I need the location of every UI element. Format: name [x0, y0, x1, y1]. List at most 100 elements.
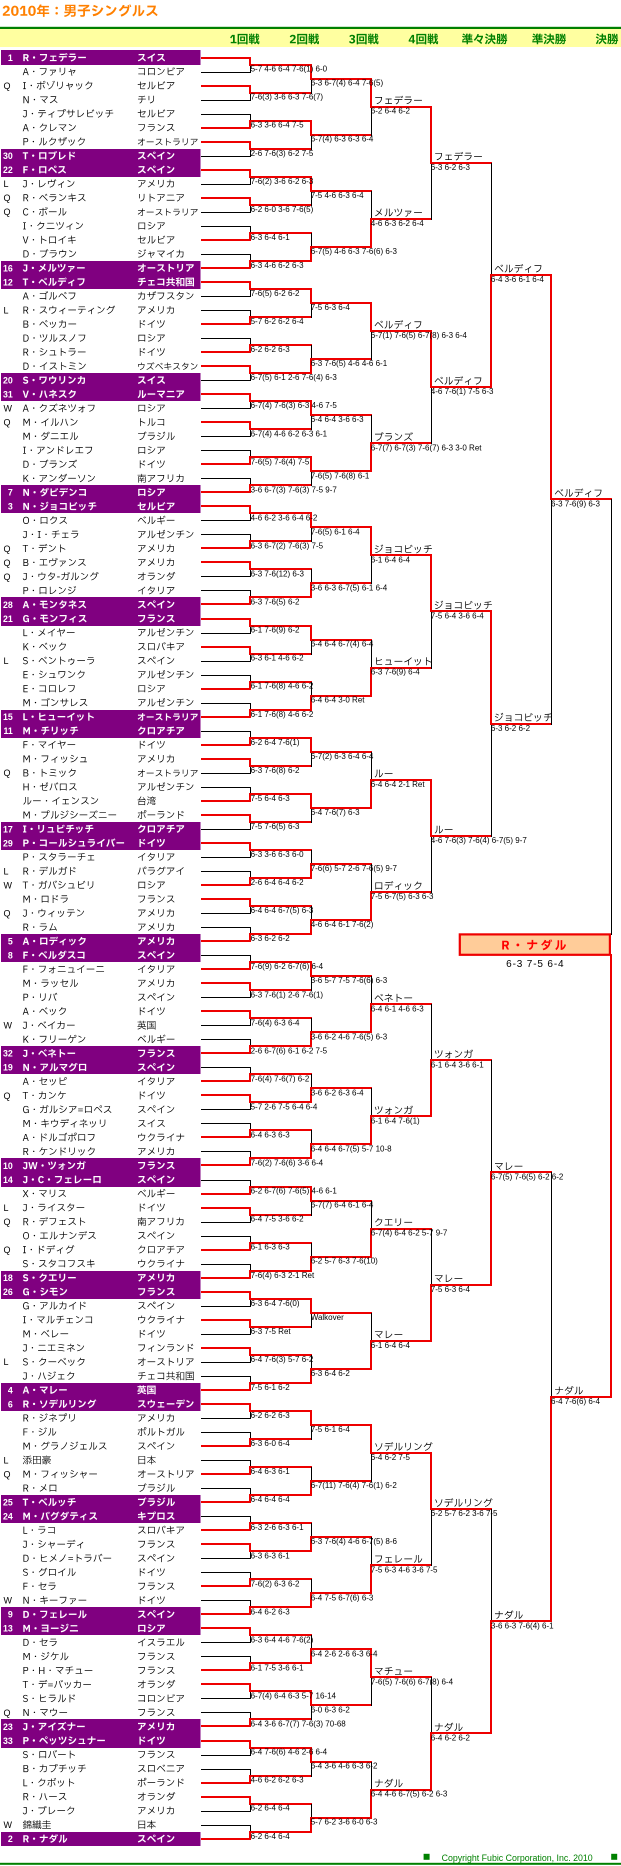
svg-text:W: W	[4, 1021, 13, 1031]
svg-text:2: 2	[8, 1834, 13, 1844]
svg-text:6-2 5-7 6-2 3-6 7-5: 6-2 5-7 6-2 3-6 7-5	[431, 1509, 498, 1518]
svg-text:6-7(5) 6-1 2-6 7-6(4) 6-3: 6-7(5) 6-1 2-6 7-6(4) 6-3	[251, 373, 338, 382]
svg-text:11: 11	[3, 726, 12, 736]
svg-text:7-6(3) 3-6 6-3 7-6(7): 7-6(3) 3-6 6-3 7-6(7)	[251, 93, 324, 102]
svg-text:7-6(9) 6-2 6-7(6) 6-4: 7-6(9) 6-2 6-7(6) 6-4	[251, 962, 324, 971]
svg-text:6-4 7-5 6-7(6) 6-3: 6-4 7-5 6-7(6) 6-3	[311, 1593, 374, 1602]
svg-text:6-4 6-4 6-7(5) 5-7 10-8: 6-4 6-4 6-7(5) 5-7 10-8	[311, 1145, 392, 1154]
svg-text:6-7(4) 6-4 6-3 5-7 16-14: 6-7(4) 6-4 6-3 5-7 16-14	[251, 1692, 337, 1701]
svg-text:5: 5	[8, 937, 13, 947]
svg-text:30: 30	[3, 151, 13, 161]
svg-text:6-3 6-2 6-2: 6-3 6-2 6-2	[491, 724, 531, 733]
svg-text:6-1 7-6(8) 4-6 6-2: 6-1 7-6(8) 4-6 6-2	[251, 710, 314, 719]
svg-text:6-4 6-2 6-2: 6-4 6-2 6-2	[431, 1734, 471, 1743]
svg-text:Q: Q	[4, 572, 11, 582]
svg-text:6-4 2-6 2-6 6-3 6-4: 6-4 2-6 2-6 6-3 6-4	[311, 1649, 378, 1658]
svg-text:6-7(4) 6-4 6-2 5-7 9-7: 6-7(4) 6-4 6-2 5-7 9-7	[371, 1229, 448, 1238]
svg-text:29: 29	[3, 838, 13, 848]
svg-text:25: 25	[3, 1498, 13, 1508]
svg-text:6-3 7-6(12) 6-3: 6-3 7-6(12) 6-3	[251, 570, 305, 579]
svg-text:6-3 6-4 4-6 7-6(2): 6-3 6-4 4-6 7-6(2)	[251, 1635, 314, 1644]
svg-text:4-6 6-4 6-1 7-6(2): 4-6 6-4 6-1 7-6(2)	[311, 920, 374, 929]
svg-text:4-6 6-3 6-2 6-4: 4-6 6-3 6-2 6-4	[371, 219, 424, 228]
svg-text:6-3 6-7(2) 7-6(3) 7-5: 6-3 6-7(2) 7-6(3) 7-5	[251, 542, 324, 551]
svg-text:6-2 6-2 6-3: 6-2 6-2 6-3	[251, 1411, 291, 1420]
svg-text:32: 32	[3, 1049, 13, 1059]
svg-text:7-6(5) 6-1 6-4: 7-6(5) 6-1 6-4	[311, 527, 360, 536]
svg-text:6-3 7-5 Ret: 6-3 7-5 Ret	[251, 1327, 292, 1336]
svg-text:2-6 6-4 6-4 6-2: 2-6 6-4 6-4 6-2	[251, 878, 304, 887]
svg-text:6-4 6-2 7-5: 6-4 6-2 7-5	[371, 1453, 411, 1462]
svg-text:6-1 6-3 6-3: 6-1 6-3 6-3	[251, 1243, 291, 1252]
svg-text:14: 14	[3, 1175, 13, 1185]
svg-text:6-4 7-6(6) 6-4: 6-4 7-6(6) 6-4	[551, 1397, 600, 1406]
svg-text:6-3 6-2 6-3: 6-3 6-2 6-3	[431, 163, 471, 172]
svg-text:4-6 6-2 3-6 6-4 6-2: 4-6 6-2 3-6 6-4 6-2	[251, 513, 318, 522]
svg-text:6-7(11) 7-6(4) 7-6(1) 6-2: 6-7(11) 7-6(4) 7-6(1) 6-2	[311, 1481, 398, 1490]
svg-text:W: W	[4, 1596, 13, 1606]
svg-text:6-4 4-6 6-7(5) 6-2 6-3: 6-4 4-6 6-7(5) 6-2 6-3	[371, 1790, 448, 1799]
svg-text:L: L	[4, 305, 9, 315]
svg-text:Q: Q	[4, 1245, 11, 1255]
svg-text:6-3 2-6 6-3 6-1: 6-3 2-6 6-3 6-1	[251, 1523, 304, 1532]
svg-text:7-5 4-6 6-3 6-4: 7-5 4-6 6-3 6-4	[311, 191, 364, 200]
svg-text:W: W	[4, 404, 13, 414]
svg-text:3-6 6-3 6-7(5) 6-1 6-4: 3-6 6-3 6-7(5) 6-1 6-4	[311, 584, 388, 593]
svg-text:Q: Q	[4, 768, 11, 778]
svg-text:7-5 6-1 6-4: 7-5 6-1 6-4	[311, 1425, 351, 1434]
svg-text:20: 20	[3, 376, 13, 386]
svg-text:6-0 6-3 6-2: 6-0 6-3 6-2	[311, 1706, 351, 1715]
svg-text:7-6(2) 7-6(6) 3-6 6-4: 7-6(2) 7-6(6) 3-6 6-4	[251, 1159, 324, 1168]
svg-text:7-6(5) 7-6(4) 7-5: 7-6(5) 7-6(4) 7-5	[251, 457, 310, 466]
svg-text:6-4 6-1 4-6 6-3: 6-4 6-1 4-6 6-3	[371, 1004, 424, 1013]
svg-text:7-6(5) 6-2 6-2: 7-6(5) 6-2 6-2	[251, 289, 300, 298]
svg-text:6-1 7-6(9) 6-2: 6-1 7-6(9) 6-2	[251, 626, 300, 635]
svg-text:6-4 7-6(7) 6-3: 6-4 7-6(7) 6-3	[311, 808, 360, 817]
svg-text:8: 8	[8, 951, 13, 961]
svg-text:6-4 6-4 2-1 Ret: 6-4 6-4 2-1 Ret	[371, 780, 426, 789]
svg-text:4: 4	[8, 1385, 13, 1395]
svg-text:7-6(4) 6-3 6-4: 7-6(4) 6-3 6-4	[251, 1018, 300, 1027]
svg-text:7-5 6-1 6-2: 7-5 6-1 6-2	[251, 1383, 291, 1392]
svg-text:6-3 7-6(5) 6-2: 6-3 7-6(5) 6-2	[251, 598, 300, 607]
svg-text:Q: Q	[4, 207, 11, 217]
svg-text:28: 28	[3, 600, 13, 610]
svg-text:26: 26	[3, 1287, 13, 1297]
svg-text:6-3 6-2 6-2: 6-3 6-2 6-2	[251, 934, 291, 943]
svg-text:6-3 4-6 6-2 6-3: 6-3 4-6 6-2 6-3	[251, 261, 304, 270]
svg-text:15: 15	[3, 712, 13, 722]
svg-text:7-5 6-4 3-6 6-4: 7-5 6-4 3-6 6-4	[431, 612, 484, 621]
svg-text:5-7 2-6 7-5 6-4 6-4: 5-7 2-6 7-5 6-4 6-4	[251, 1103, 318, 1112]
svg-text:6-3 7-6(5) 4-6 4-6 6-1: 6-3 7-6(5) 4-6 4-6 6-1	[311, 359, 388, 368]
svg-text:6-4 3-6 4-6 6-3 6-2: 6-4 3-6 4-6 6-3 6-2	[311, 1762, 378, 1771]
svg-text:6-3 7-5 6-4: 6-3 7-5 6-4	[506, 959, 564, 970]
svg-text:3-6 5-7 7-5 7-6(6) 6-3: 3-6 5-7 7-5 7-6(6) 6-3	[311, 976, 388, 985]
svg-text:7-5 6-3 6-4: 7-5 6-3 6-4	[431, 1285, 471, 1294]
svg-text:9: 9	[8, 1610, 13, 1620]
svg-text:6-4 3-6 6-7(7) 7-6(3) 70-68: 6-4 3-6 6-7(7) 7-6(3) 70-68	[251, 1720, 347, 1729]
svg-text:6-2 6-4 6-4: 6-2 6-4 6-4	[251, 1804, 291, 1813]
svg-text:7-6(4) 6-3 2-1 Ret: 7-6(4) 6-3 2-1 Ret	[251, 1271, 315, 1280]
svg-text:6-4 7-6(3) 5-7 6-2: 6-4 7-6(3) 5-7 6-2	[251, 1355, 314, 1364]
svg-text:7: 7	[8, 488, 13, 498]
svg-text:6-3 7-6(4) 4-6 6-7(5) 8-6: 6-3 7-6(4) 4-6 6-7(5) 8-6	[311, 1537, 398, 1546]
svg-text:6-7(4) 7-6(3) 6-3 4-6 7-5: 6-7(4) 7-6(3) 6-3 4-6 7-5	[251, 401, 338, 410]
svg-text:6-3 6-3 6-1: 6-3 6-3 6-1	[251, 1551, 291, 1560]
svg-text:6-2 6-4 6-2: 6-2 6-4 6-2	[371, 107, 411, 116]
svg-text:7-6(4) 7-6(7) 6-2: 7-6(4) 7-6(7) 6-2	[251, 1074, 310, 1083]
svg-text:6-7(2) 6-3 6-4 6-4: 6-7(2) 6-3 6-4 6-4	[311, 752, 374, 761]
svg-text:Q: Q	[4, 1217, 11, 1227]
svg-text:7-5 6-7(5) 6-3 6-3: 7-5 6-7(5) 6-3 6-3	[371, 892, 434, 901]
svg-text:2-6 7-6(3) 6-2 7-5: 2-6 7-6(3) 6-2 7-5	[251, 149, 314, 158]
svg-text:7-6(2) 3-6 6-2 6-3: 7-6(2) 3-6 6-2 6-3	[251, 177, 314, 186]
svg-text:Q: Q	[4, 193, 11, 203]
svg-text:12: 12	[3, 277, 13, 287]
svg-text:6-3 7-6(8) 6-2: 6-3 7-6(8) 6-2	[251, 766, 300, 775]
svg-text:6-3 7-6(9) 6-3: 6-3 7-6(9) 6-3	[551, 499, 600, 508]
svg-text:Q: Q	[4, 544, 11, 554]
svg-text:6-7(7) 6-7(3) 7-6(7) 6-3 3-0 R: 6-7(7) 6-7(3) 7-6(7) 6-3 3-0 Ret	[371, 443, 482, 452]
svg-text:6-1 7-5 3-6 6-1: 6-1 7-5 3-6 6-1	[251, 1664, 304, 1673]
svg-text:6-3 6-1 4-6 6-2: 6-3 6-1 4-6 6-2	[251, 654, 304, 663]
svg-text:18: 18	[3, 1273, 13, 1283]
svg-text:7-5 7-6(5) 6-3: 7-5 7-6(5) 6-3	[251, 822, 300, 831]
